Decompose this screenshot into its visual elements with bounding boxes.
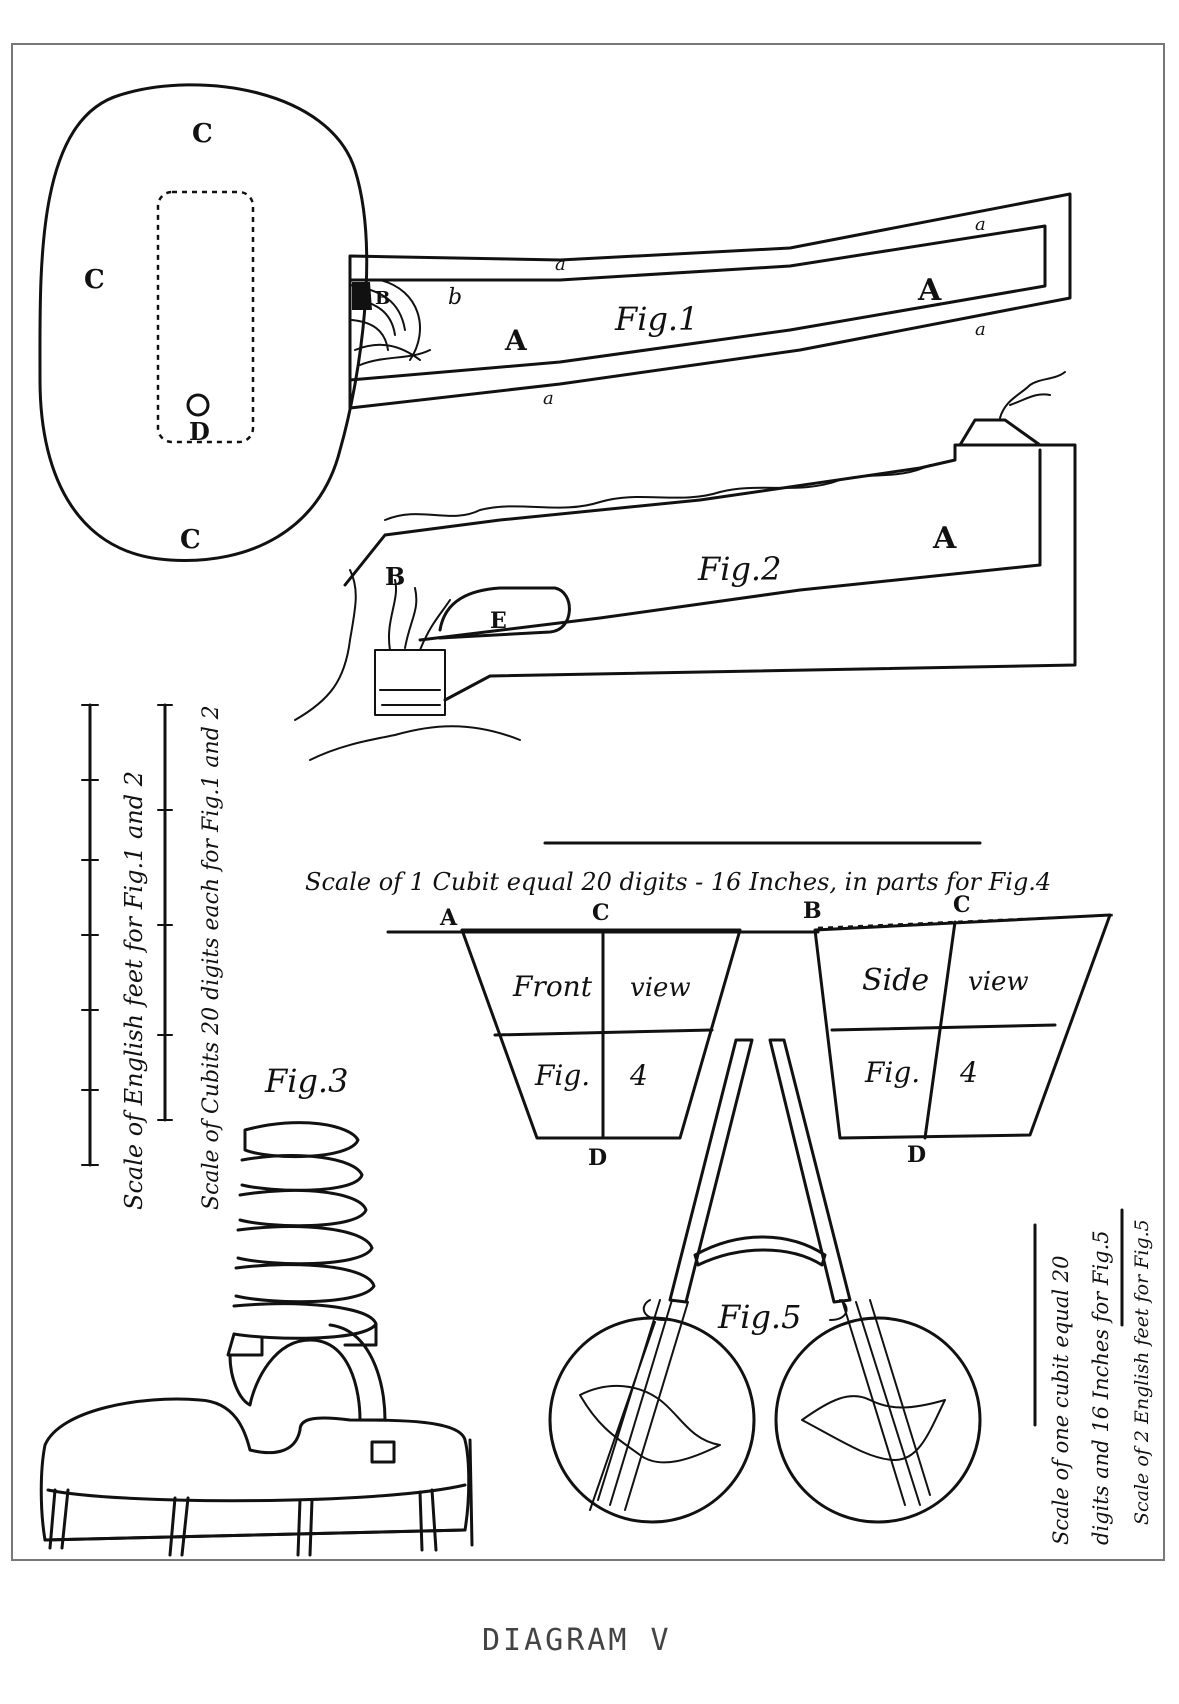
fig4-front-view: A C D Front view Fig. 4 <box>439 900 742 1171</box>
fig1-dashed-rect <box>156 190 255 444</box>
fig2-label-b: B <box>385 562 405 591</box>
fig2-flames <box>379 579 451 706</box>
fig4-side-trapezoid <box>813 913 1112 1140</box>
fig4-side-label-d: D <box>907 1142 926 1168</box>
fig1-label-c-left: C <box>84 265 105 295</box>
fig1-channel-outer <box>348 192 1072 410</box>
fig5-crossbar <box>693 1235 827 1267</box>
fig1-burner <box>349 284 431 366</box>
cubit-scale-label: Scale of Cubits 20 digits each for Fig.1… <box>199 705 224 1210</box>
fig1-label-a-small-2: a <box>543 388 554 409</box>
fig1-label-a-small-4: a <box>975 319 986 340</box>
fig1-label-b-lower: b <box>448 285 462 310</box>
fig2-label-e: E <box>490 608 507 634</box>
fig1-label-c-top: C <box>192 119 213 149</box>
fig4-side-view: B C D Side view Fig. 4 <box>803 892 1112 1168</box>
fig4-front-label-a: A <box>439 905 458 931</box>
fig1-label-a-small-3: a <box>975 214 986 235</box>
fig4-scale-label: Scale of 1 Cubit equal 20 digits - 16 In… <box>305 868 1051 896</box>
fig4-side-view-word2: view <box>968 967 1029 997</box>
fig1-channel-inner <box>348 224 1047 382</box>
english-feet-scale-label: Scale of English feet for Fig.1 and 2 <box>120 771 148 1210</box>
fig5-feet-scale-label: Scale of 2 English feet for Fig.5 <box>1131 1219 1153 1525</box>
fig2-smoke <box>999 371 1066 419</box>
fig4-front-fig-word: Fig. <box>534 1059 590 1092</box>
figure-2: A B E Fig.2 <box>294 371 1077 761</box>
figure-4: Scale of 1 Cubit equal 20 digits - 16 In… <box>305 841 1116 1171</box>
fig3-arch <box>228 1323 387 1422</box>
fig4-front-trapezoid <box>460 928 742 1140</box>
fig5-title: Fig.5 <box>717 1298 801 1336</box>
fig2-side-chamber <box>438 586 571 640</box>
fig3-small-box <box>370 1440 396 1464</box>
fig4-front-fig-num: 4 <box>629 1059 648 1092</box>
fig2-title: Fig.2 <box>697 550 781 588</box>
fig1-title: Fig.1 <box>614 300 698 338</box>
fig3-vessel <box>39 1397 471 1542</box>
fig1-label-d: D <box>189 417 210 446</box>
fig3-neck <box>226 1322 378 1357</box>
fig1-label-c-bottom: C <box>180 525 201 555</box>
fig2-ground <box>294 569 521 761</box>
page-frame <box>11 43 1165 1561</box>
fig3-legs <box>48 1438 474 1557</box>
fig4-front-view-word1: Front <box>512 970 593 1003</box>
fig4-side-label-b: B <box>803 898 822 924</box>
fig2-body <box>343 443 1077 702</box>
fig2-inner-line <box>418 448 1042 642</box>
fig1-label-b-upper: B <box>375 288 390 309</box>
fig1-label-a-right: A <box>917 273 942 308</box>
fig5-right-wheel-detail <box>801 1299 946 1506</box>
left-scales: Scale of English feet for Fig.1 and 2 Sc… <box>81 703 224 1210</box>
fig4-front-view-word2: view <box>630 973 691 1003</box>
figure-1: C C C D B b A A a a a a Fig.1 <box>38 83 1072 562</box>
fig2-fire-box <box>374 649 446 716</box>
fig4-side-view-word1: Side <box>862 963 929 998</box>
fig1-burner-arc <box>379 279 421 361</box>
fig2-label-a: A <box>932 521 957 556</box>
figure-5: Fig.5 <box>548 1038 982 1524</box>
fig5-right-wheel <box>774 1316 982 1524</box>
fig4-side-fig-word: Fig. <box>864 1056 920 1089</box>
fig5-right-arm <box>768 1038 852 1304</box>
fig3-coils <box>232 1121 378 1340</box>
fig4-front-label-d: D <box>588 1145 607 1171</box>
fig4-side-fig-num: 4 <box>959 1056 978 1089</box>
fig3-title: Fig.3 <box>264 1062 348 1100</box>
fig2-tower <box>958 418 1042 447</box>
diagram-caption: DIAGRAM V <box>482 1623 672 1658</box>
fig4-front-label-c: C <box>592 900 610 926</box>
fig1-burner-mark <box>352 282 372 310</box>
fig5-cubit-scale-label-line2: digits and 16 Inches for Fig.5 <box>1089 1230 1113 1545</box>
fig5-left-wheel-detail <box>579 1299 721 1511</box>
fig5-left-arm <box>668 1038 754 1304</box>
fig2-wavy-top <box>384 464 931 521</box>
fig1-label-a-small-1: a <box>555 254 566 275</box>
fig3-base-band <box>43 1483 467 1542</box>
fig5-cubit-scale-label-line1: Scale of one cubit equal 20 <box>1049 1256 1073 1545</box>
fig1-label-a-left: A <box>504 324 528 357</box>
fig4-side-label-c: C <box>953 892 971 918</box>
figure-3: Fig.3 <box>39 1062 474 1557</box>
fig1-ring <box>186 393 210 417</box>
right-scales: Scale of one cubit equal 20 digits and 1… <box>1033 1208 1153 1545</box>
fig1-oval <box>38 83 369 562</box>
